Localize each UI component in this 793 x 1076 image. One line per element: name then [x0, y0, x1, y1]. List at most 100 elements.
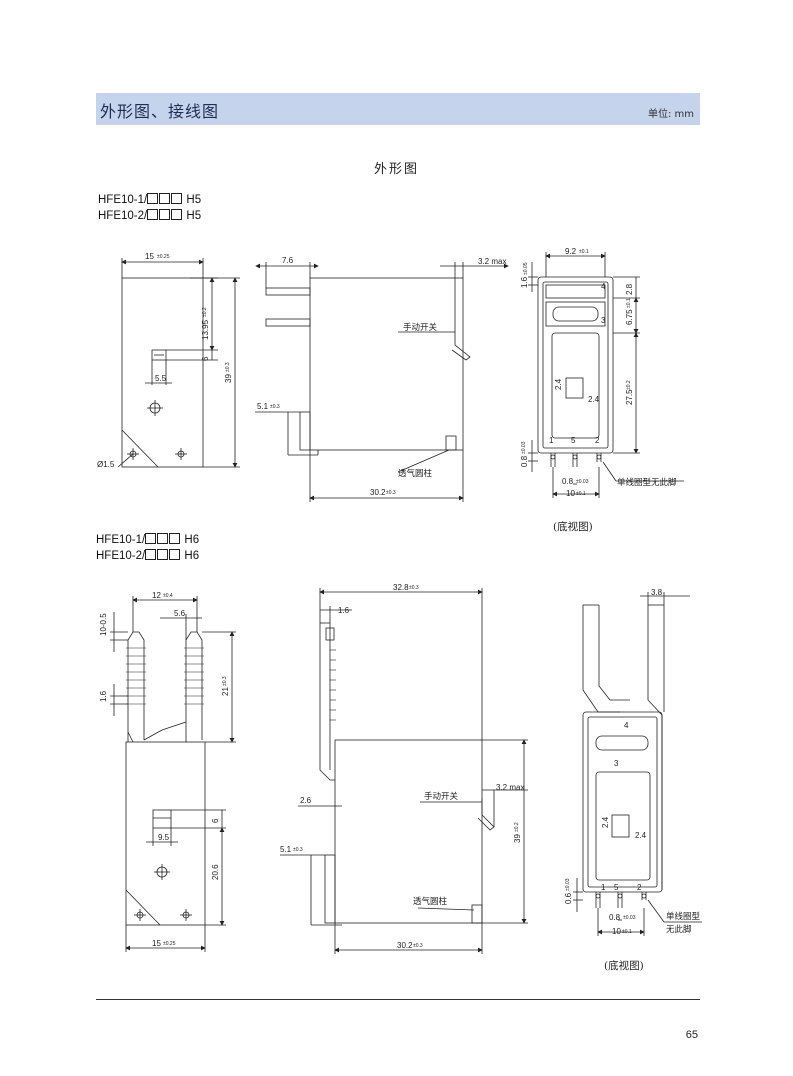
dim-h5-bottom-d2: 2.8 — [625, 283, 634, 295]
dim-h5-bottom-width: 9.2 — [565, 247, 577, 256]
dim-h6-front-d1: 10-0.5 — [99, 613, 108, 636]
dim-h5-side-length: 30.2 — [370, 488, 386, 497]
tol: ±0.3 — [222, 676, 228, 686]
label-vent-post: 透气圆柱 — [413, 896, 448, 907]
model-suffix: H5 — [183, 194, 202, 206]
model-suffix: H6 — [181, 534, 200, 546]
dim-h5-bottom-sq1: 2.4 — [554, 378, 563, 390]
placeholder-box — [171, 209, 183, 220]
bottom-view-caption-h6: (底视图) — [604, 960, 644, 972]
label-manual-switch: 手动开关 — [403, 322, 438, 333]
terminal-2: 2 — [595, 436, 600, 445]
tol: ±0.3 — [293, 847, 303, 853]
header-bar: 外形图、接线图 单位: mm — [96, 93, 700, 125]
label-manual-switch: 手动开关 — [424, 791, 459, 802]
placeholder-box — [171, 193, 183, 204]
dim-h5-front-width: 15 — [145, 252, 154, 261]
h6-side-body — [334, 739, 483, 924]
tol: ±0.03 — [576, 479, 589, 485]
placeholder-box — [147, 193, 159, 204]
dim-h5-bottom-pin-h: 0.8 — [520, 455, 529, 467]
tol: ±0.03 — [521, 441, 527, 454]
dim-h6-bottom-top: 3.8 — [651, 588, 663, 597]
terminal-3: 3 — [601, 316, 606, 325]
dim-h5-side-top: 7.6 — [282, 256, 294, 265]
dim-h6-front-low-h: 20.6 — [211, 864, 220, 880]
model-prefix: HFE10-1/ — [96, 534, 146, 546]
dim-h6-side-length: 30.2 — [397, 941, 413, 950]
terminal-1: 1 — [601, 883, 606, 892]
tol: ±0.3 — [270, 404, 280, 410]
model-prefix: HFE10-2/ — [96, 550, 146, 562]
h6-front-view — [110, 596, 236, 952]
dim-h5-front-hole: Ø1.5 — [97, 460, 115, 469]
dim-h6-bottom-sq1: 2.4 — [601, 816, 610, 828]
dim-h6-front-slot-w: 9.5 — [158, 833, 170, 842]
unit-label: 单位: mm — [647, 109, 694, 120]
model-suffix: H6 — [181, 550, 200, 562]
dim-h5-front-slot-w: 5.5 — [155, 374, 167, 383]
h5-side-view — [255, 262, 509, 502]
tol: ±0.3 — [225, 362, 231, 372]
terminal-5: 5 — [571, 436, 576, 445]
tol: ±0.3 — [409, 585, 419, 591]
dim-h6-side-total: 32.8 — [393, 583, 409, 592]
h5-bottom-view — [528, 252, 684, 498]
dim-h5-bottom-d3: 6.75 — [625, 309, 634, 325]
model-prefix: HFE10-1/ — [98, 194, 148, 206]
model-suffix: H5 — [183, 210, 202, 222]
tol: ±0.25 — [163, 941, 176, 947]
label-single-coil-note-2: 无此脚 — [666, 924, 692, 935]
bottom-view-caption-h5: (底视图) — [553, 521, 593, 533]
dim-h5-front-height: 39 — [224, 374, 233, 383]
h5-front-body — [121, 277, 204, 468]
placeholder-box — [159, 209, 171, 220]
dim-h6-side-d26: 2.6 — [300, 796, 312, 805]
dim-h6-side-top: 1.6 — [338, 606, 350, 615]
tol: ±0.05 — [523, 262, 529, 275]
dim-h6-side-max: 3.2 max — [496, 783, 524, 792]
placeholder-box — [145, 549, 157, 560]
model-prefix: HFE10-2/ — [98, 210, 148, 222]
dim-h5-bottom-sq2: 2.4 — [588, 395, 600, 404]
dim-h6-front-gap: 5.6 — [174, 609, 186, 618]
tol: ±0.25 — [157, 254, 170, 260]
label-vent-post: 透气圆柱 — [398, 468, 433, 479]
dim-h6-front-d2: 1.6 — [99, 690, 108, 702]
placeholder-box — [159, 193, 171, 204]
tol: ±0.3 — [386, 490, 396, 496]
dim-h6-front-term-h: 21 — [221, 687, 230, 696]
model-line-h6-2: HFE10-2/ H6 — [96, 549, 199, 562]
h6-bottom-body — [582, 711, 663, 893]
page-number: 65 — [685, 1029, 698, 1041]
h6-side-view — [280, 588, 528, 954]
dim-h6-front-width: 15 — [152, 939, 161, 948]
terminal-2: 2 — [637, 883, 642, 892]
placeholder-box — [169, 533, 181, 544]
placeholder-box — [147, 209, 159, 220]
tol: ±0.2 — [202, 307, 208, 317]
h6-bottom-view — [573, 592, 702, 936]
placeholder-box — [145, 533, 157, 544]
tol: ±0.4 — [163, 593, 173, 599]
tol: ±0.1 — [579, 249, 589, 255]
h6-front-body — [125, 741, 206, 926]
tol: ±0.03 — [623, 915, 636, 921]
terminal-3: 3 — [614, 759, 619, 768]
h5-side-body — [309, 277, 464, 451]
placeholder-box — [157, 533, 169, 544]
placeholder-box — [157, 549, 169, 560]
footer-rule — [96, 999, 700, 1000]
section-title: 外形图 — [373, 162, 419, 177]
model-line-h5-1: HFE10-1/ H5 — [98, 193, 201, 206]
dim-h5-front-slot-h: 6 — [201, 356, 210, 361]
tol: ±0.1 — [626, 298, 632, 308]
tol: ±0.2 — [514, 822, 520, 832]
label-single-coil-note: 单线圈型无此脚 — [617, 477, 677, 488]
dim-h5-side-max: 3.2 max — [478, 257, 506, 266]
dim-h5-front-depth: 13.95 — [201, 319, 210, 340]
dim-h6-side-height: 39 — [513, 834, 522, 843]
tol: ±0.03 — [565, 878, 571, 891]
dim-h5-bottom-d4: 27.5 — [625, 389, 634, 405]
